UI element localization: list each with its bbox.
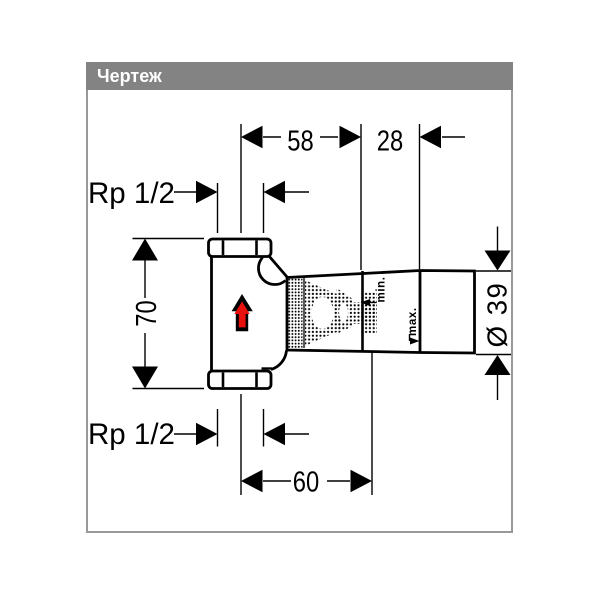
svg-text:70: 70	[130, 300, 163, 326]
svg-text:60: 60	[293, 465, 319, 498]
svg-text:58: 58	[287, 124, 313, 157]
svg-text:Ø 39: Ø 39	[482, 282, 513, 348]
svg-text:28: 28	[377, 124, 403, 157]
svg-text:min.: min.	[376, 276, 388, 302]
svg-text:Rp 1/2: Rp 1/2	[88, 418, 175, 451]
svg-text:max.: max.	[407, 307, 419, 336]
svg-text:Rp 1/2: Rp 1/2	[88, 177, 175, 210]
